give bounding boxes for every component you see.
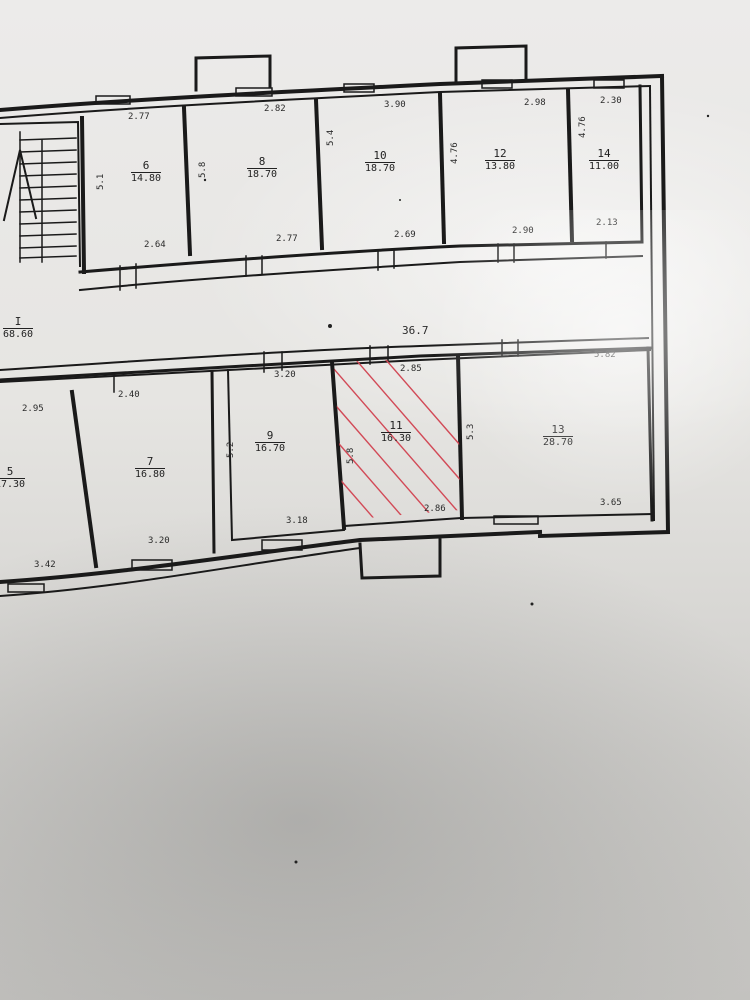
dim-r13-bottom: 3.65 xyxy=(600,498,622,508)
dim-r7-top: 2.40 xyxy=(118,390,140,400)
top-bump-left xyxy=(194,54,272,92)
dim-side-12: 4.76 xyxy=(450,142,460,164)
top-bump-right xyxy=(454,44,528,84)
dim-r5-top: 2.95 xyxy=(22,404,44,414)
room-7-label: 7 16.80 xyxy=(134,455,166,481)
dim-r9-bottom: 3.18 xyxy=(286,516,308,526)
corridor-bottom-wall xyxy=(0,336,650,372)
dim-side-6: 5.1 xyxy=(96,173,106,190)
dim-side-14: 4.76 xyxy=(578,116,588,138)
stair-treads xyxy=(2,131,77,263)
dim-r8-bottom: 2.77 xyxy=(276,234,298,244)
lower-outer-wall xyxy=(0,529,543,585)
dim-r10-bottom: 2.69 xyxy=(394,230,416,240)
dim-r10-top: 3.90 xyxy=(384,100,406,110)
dim-r12-bottom: 2.90 xyxy=(512,226,534,236)
room-8-label: 8 18.70 xyxy=(246,155,278,181)
upper-doors xyxy=(119,241,607,291)
dim-side-13: 5.3 xyxy=(466,423,476,440)
dim-r9-top: 3.20 xyxy=(274,370,296,380)
corridor-label: I 68.60 xyxy=(2,315,34,341)
dim-r6-top: 2.77 xyxy=(128,112,150,122)
corridor-length: 36.7 xyxy=(402,324,429,337)
dim-r13-top: 5.82 xyxy=(594,350,616,360)
dim-r14-bottom: 2.13 xyxy=(596,218,618,228)
room-9-label: 9 16.70 xyxy=(254,429,286,455)
upper-windows xyxy=(95,79,625,105)
dim-r6-bottom: 2.64 xyxy=(144,240,166,250)
room-11-label: 11 16.30 xyxy=(380,419,412,445)
dim-r14-top: 2.30 xyxy=(600,96,622,106)
lower-rooms-top-wall xyxy=(0,348,652,384)
room-14-label: 14 11.00 xyxy=(588,147,620,173)
dim-r7-bottom: 3.20 xyxy=(148,536,170,546)
dim-r11-bottom: 2.86 xyxy=(424,504,446,514)
dim-r8-top: 2.82 xyxy=(264,104,286,114)
speckles xyxy=(203,114,710,864)
right-outer-wall xyxy=(537,73,671,539)
dim-side-11: 5.8 xyxy=(346,447,356,464)
upper-outer-wall xyxy=(0,73,665,113)
room-5-label: 5 17.30 xyxy=(0,466,40,491)
dim-side-9: 5.2 xyxy=(226,441,236,458)
dim-r12-top: 2.98 xyxy=(524,98,546,108)
room-10-label: 10 18.70 xyxy=(364,149,396,175)
dim-side-8: 5.8 xyxy=(198,161,208,178)
lower-windows xyxy=(7,515,539,593)
dim-r5-bottom: 3.42 xyxy=(34,560,56,570)
room-12-label: 12 13.80 xyxy=(484,147,516,173)
bottom-bump xyxy=(358,538,442,580)
dim-r11-top: 2.85 xyxy=(400,364,422,374)
room-13-label: 13 28.70 xyxy=(542,423,574,449)
dim-side-10: 5.4 xyxy=(326,129,336,146)
room-6-label: 6 14.80 xyxy=(130,159,162,185)
upper-rooms-bottom-wall xyxy=(78,240,644,274)
